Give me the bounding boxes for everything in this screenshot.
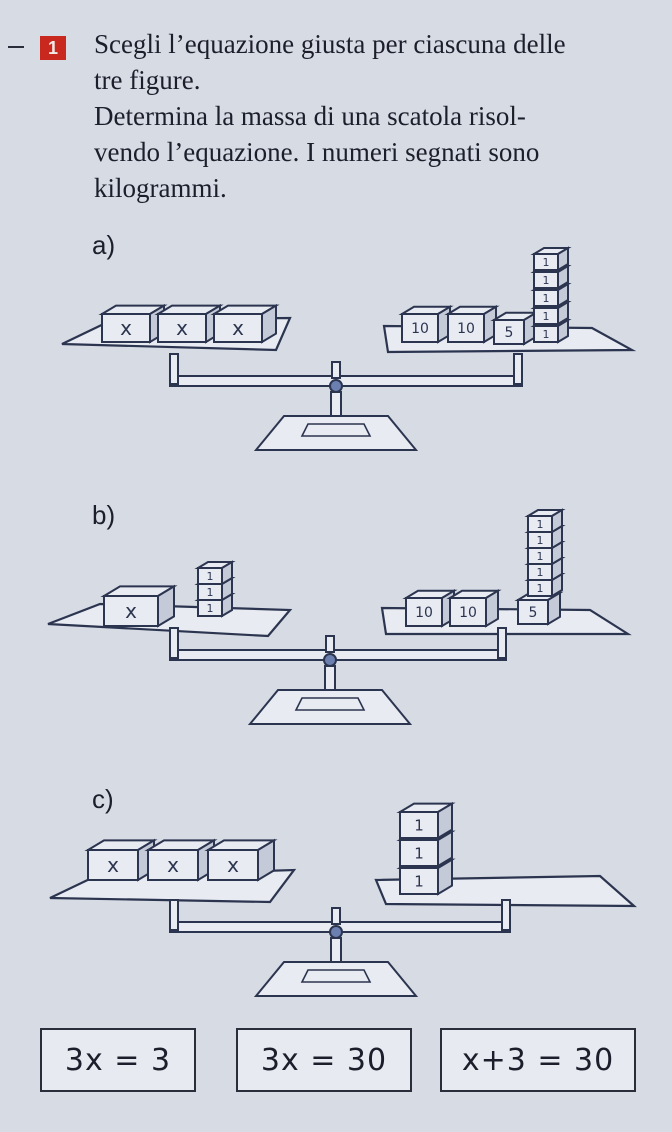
svg-text:1: 1: [537, 582, 544, 595]
equation-option-3[interactable]: x+3 = 30: [440, 1028, 636, 1092]
weight-5: 5: [514, 591, 564, 626]
instruction-line: Determina la massa di una scatola risol-: [94, 101, 526, 131]
weight-10: 10: [402, 589, 458, 628]
svg-text:1: 1: [207, 586, 214, 599]
svg-text:5: 5: [505, 325, 514, 341]
svg-text:x: x: [125, 599, 137, 623]
figure-c-label: c): [92, 784, 114, 814]
equation-option-1[interactable]: 3x = 3: [40, 1028, 196, 1092]
svg-text:x: x: [107, 853, 119, 877]
box-x: x: [144, 838, 218, 882]
equation-option-2[interactable]: 3x = 30: [236, 1028, 412, 1092]
svg-text:x: x: [120, 316, 132, 340]
box-x: x: [98, 303, 168, 344]
weight-1: 1: [524, 508, 566, 534]
weight-1: 1: [530, 246, 572, 272]
svg-text:1: 1: [207, 602, 214, 615]
svg-text:1: 1: [543, 310, 550, 323]
instruction-line: kilogrammi.: [94, 173, 227, 203]
box-x: x: [100, 584, 178, 628]
svg-text:1: 1: [543, 274, 550, 287]
svg-text:1: 1: [537, 566, 544, 579]
svg-text:1: 1: [543, 292, 550, 305]
balance-scale-c: x x x 1 1 1: [49, 801, 637, 997]
svg-text:1: 1: [414, 872, 424, 890]
box-x: x: [154, 303, 224, 344]
svg-text:10: 10: [459, 605, 477, 621]
instruction-line: tre figure.: [94, 65, 201, 95]
weight-10: 10: [444, 305, 500, 344]
svg-text:1: 1: [543, 328, 550, 341]
weight-10: 10: [446, 589, 502, 628]
exercise-number-badge: 1: [40, 36, 66, 60]
svg-text:10: 10: [415, 605, 433, 621]
svg-text:1: 1: [537, 518, 544, 531]
margin-dash: [8, 46, 24, 48]
svg-text:1: 1: [537, 534, 544, 547]
exercise-instructions: Scegli l’equazione giusta per ciascuna d…: [94, 26, 654, 206]
scale-stand: [169, 627, 507, 725]
svg-text:10: 10: [411, 321, 429, 337]
balance-scale-a: x x x 10 10 5 1 1 1 1 1: [61, 246, 637, 451]
instruction-line: vendo l’equazione. I numeri segnati sono: [94, 137, 540, 167]
box-x: x: [204, 838, 278, 882]
figure-b-label: b): [92, 500, 116, 530]
scale-stand: [169, 353, 523, 451]
svg-text:1: 1: [543, 256, 550, 269]
box-x: x: [84, 838, 158, 882]
svg-text:x: x: [232, 316, 244, 340]
instruction-line: Scegli l’equazione giusta per ciascuna d…: [94, 29, 566, 59]
svg-text:x: x: [176, 316, 188, 340]
svg-text:1: 1: [414, 816, 424, 834]
svg-text:x: x: [167, 853, 179, 877]
weight-1: 1: [530, 282, 572, 308]
svg-text:x: x: [227, 853, 239, 877]
svg-text:1: 1: [537, 550, 544, 563]
svg-text:10: 10: [457, 321, 475, 337]
scale-stand: [169, 899, 511, 997]
weight-1: 1: [194, 560, 236, 586]
box-x: x: [210, 303, 280, 344]
balance-scale-b: x 1 1 1 10 10 5 1 1 1 1 1: [47, 508, 632, 725]
svg-text:5: 5: [529, 605, 538, 621]
weight-1: 1: [396, 801, 456, 840]
weight-5: 5: [490, 311, 540, 346]
svg-text:1: 1: [414, 844, 424, 862]
svg-text:1: 1: [207, 570, 214, 583]
figure-a-label: a): [92, 230, 116, 260]
weight-10: 10: [398, 305, 454, 344]
